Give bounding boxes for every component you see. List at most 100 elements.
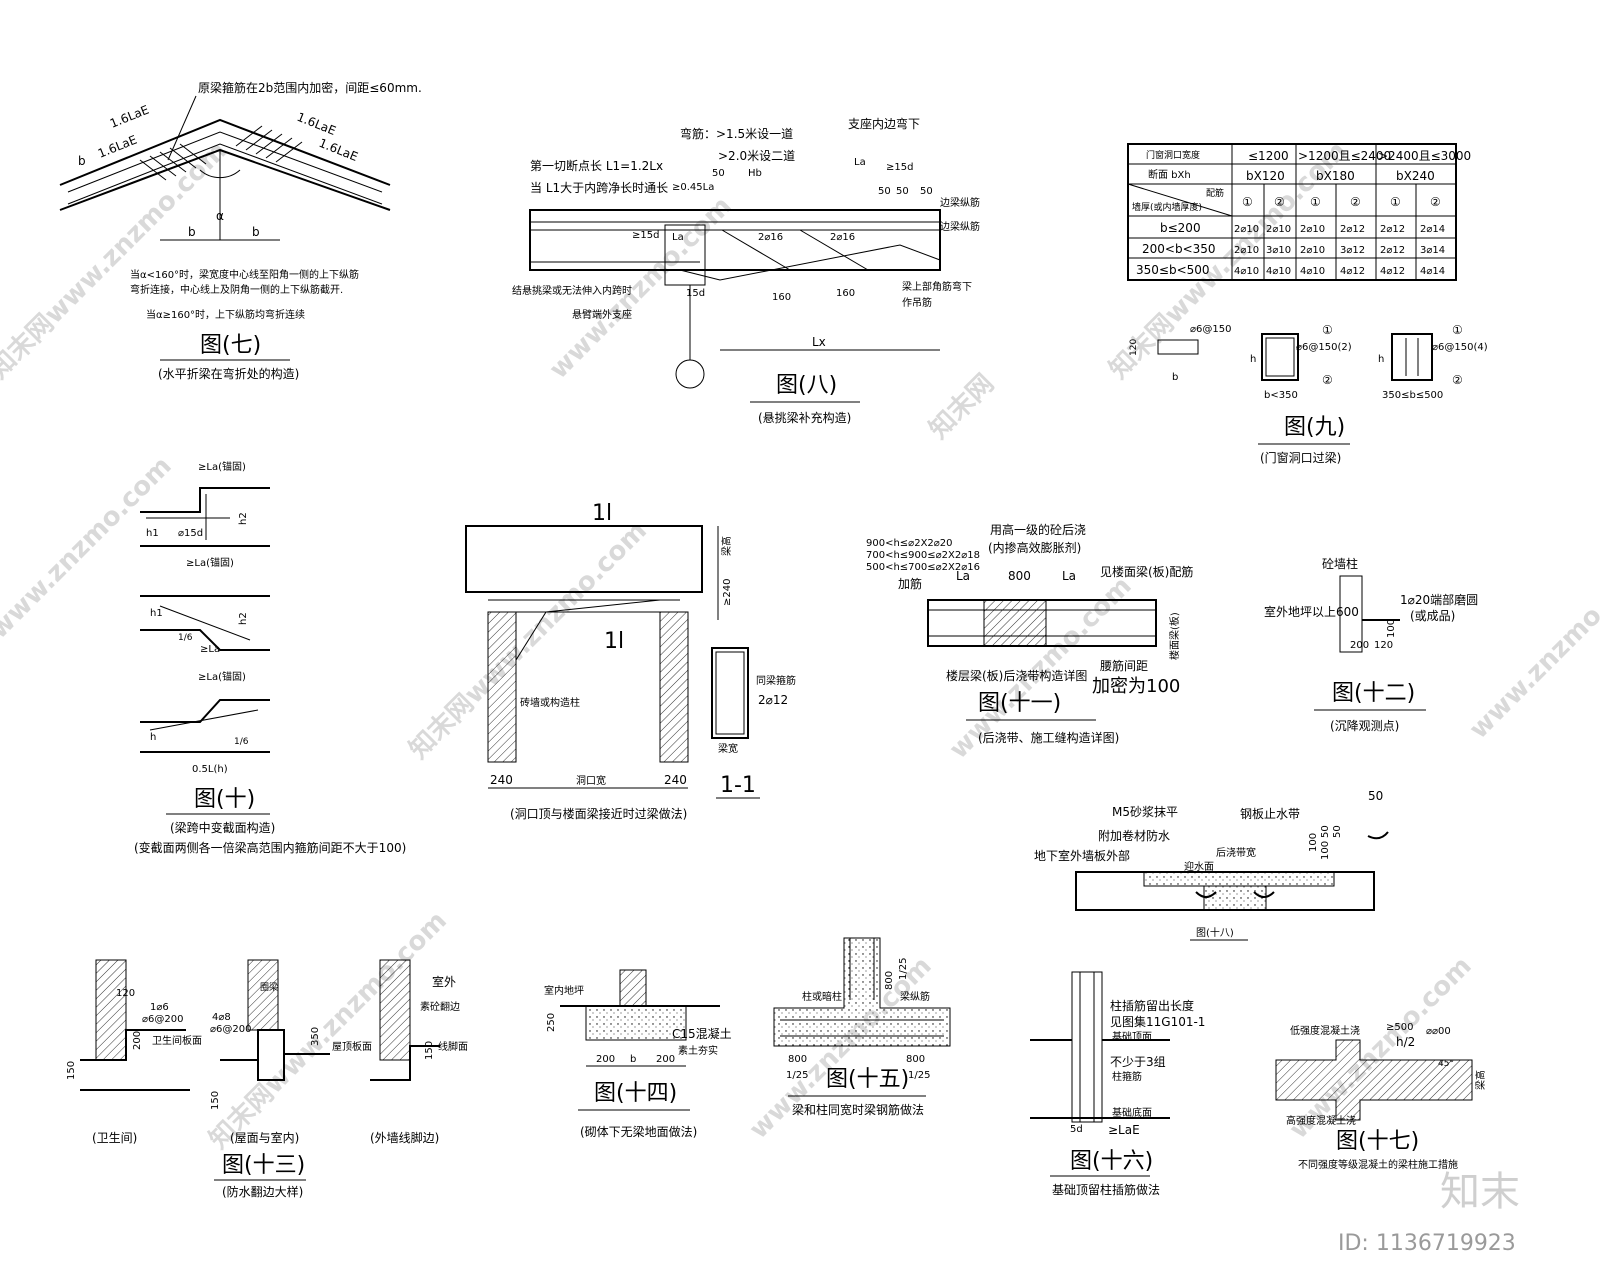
fig16-text: 见图集11G101-1 [1110, 1014, 1205, 1029]
fig9-s2: ① [1322, 323, 1333, 337]
post-pour-fill [1203, 885, 1267, 911]
drawing-line [721, 229, 791, 271]
fig10-text: h [150, 732, 156, 743]
fig8-text: 50 [896, 186, 909, 197]
column-beam-joint [773, 937, 951, 1047]
fig15-text: 800 [788, 1054, 807, 1065]
fig18-text: 迎水面 [1184, 861, 1214, 873]
fig7-note: 当α<160°时，梁宽度中心线至阳角一侧的上下纵筋 [130, 268, 359, 281]
fig13-text: 120 [116, 988, 135, 999]
table-cell: 4⌀10 [1300, 266, 1325, 277]
drawing-line [80, 1029, 186, 1061]
brick-wall [659, 611, 689, 763]
brick-wall [487, 611, 517, 763]
fig9-title: 图(九) [1284, 415, 1345, 440]
fig11-text: 见楼面梁(板)配筋 [1100, 564, 1193, 579]
drawing-line [1253, 891, 1275, 898]
figure-lintel-near-beam: 1l 1l 梁高 ≥240 砖墙或构造柱 同梁箍筋 2⌀12 梁宽 240 洞口… [465, 501, 796, 821]
fig16-text: 基础底面 [1112, 1106, 1152, 1119]
fig8-caption: (悬挑梁补充构造) [758, 410, 851, 425]
lintel-section-label: 1-1 [720, 773, 756, 798]
drawing-line [140, 629, 270, 651]
fig10-text: h2 [238, 512, 249, 525]
column [1339, 575, 1363, 653]
table-cell: 2⌀12 [1380, 245, 1405, 256]
fig9-s3: ⌀6@150(4) [1432, 342, 1488, 353]
fig14-text: 200 [656, 1054, 675, 1065]
fig18-text: 附加卷材防水 [1098, 828, 1170, 843]
fig9-s3: ① [1452, 323, 1463, 337]
fig8-text: 结悬挑梁或无法伸入内跨时 [512, 284, 632, 297]
image-id: ID: 1136719923 [1338, 1231, 1516, 1256]
fig8-text: 当 L1大于内跨净长时通长 [530, 181, 668, 195]
fig10-text: ≥La [200, 644, 220, 655]
fig16-text: ≥LaE [1108, 1123, 1140, 1137]
fig9-s2: h [1250, 354, 1256, 365]
fig8-text: 160 [772, 292, 791, 303]
fig11-text: 楼层梁(板)后浇带构造详图 [946, 668, 1087, 683]
fig17-text: ⌀⌀00 [1426, 1026, 1451, 1037]
fig10-caption: (变截面两侧各一倍梁高范围内箍筋间距不大于100) [134, 840, 406, 855]
fig11-caption: (后浇带、施工缝构造详图) [978, 730, 1119, 745]
fig13-text: 350 [310, 1027, 321, 1046]
drawing-line [265, 137, 293, 159]
lintel-text: 同梁箍筋 [756, 674, 796, 687]
lintel-text: 梁高 [720, 536, 733, 556]
fig13-text: ⌀6@200 [210, 1024, 251, 1035]
fig7-b: b [188, 225, 196, 239]
fig9-s2: ② [1322, 373, 1333, 387]
fig11-text: 700<h≤900≤⌀2X2⌀18 [866, 550, 980, 561]
drawing-line [255, 133, 283, 155]
fig7-note: 当α≥160°时，上下纵筋均弯折连续 [146, 308, 305, 321]
fig17-title: 图(十七) [1336, 1129, 1419, 1154]
fig13-text: 线脚面 [438, 1040, 468, 1053]
fig11-text: (内掺高效膨胀剂) [988, 540, 1081, 555]
fig13-text: 室外 [432, 974, 456, 989]
fig10-text: ≥La(锚固) [198, 671, 246, 683]
fig11-text: 800 [1008, 569, 1031, 583]
figure-16: 柱插筋留出长度 见图集11G101-1 基础顶面 不少于3组 柱箍筋 基础底面 … [1030, 971, 1205, 1197]
fig10-text: 0.5L(h) [192, 764, 228, 775]
fig9-s1: b [1172, 372, 1178, 383]
fig12-text: 100 [1386, 619, 1397, 638]
fig16-text: 5d [1070, 1124, 1083, 1135]
lintel-section [1391, 333, 1433, 381]
fig18-title: 图(十八) [1196, 926, 1234, 939]
fig10-title: 图(十) [194, 787, 255, 812]
fig10-text: ≥La(锚固) [198, 461, 246, 473]
fig14-text: 室内地坪 [544, 984, 584, 997]
fig14-text: b [630, 1054, 636, 1065]
fig10-text: ≥La(锚固) [186, 557, 234, 569]
fig8-text: 作吊筋 [902, 296, 932, 309]
fig10-text: h1 [146, 528, 159, 539]
table-cell: >2400且≤3000 [1378, 149, 1471, 163]
fig8-text: >2.0米设二道 [718, 149, 795, 163]
fig8-text: 160 [836, 288, 855, 299]
fig11-text: 加筋 [898, 576, 922, 591]
fig9-s3: ② [1452, 373, 1463, 387]
table-cell: 2⌀12 [1380, 224, 1405, 235]
drawing-line [715, 651, 745, 735]
drawing-line [139, 159, 167, 181]
fig8-text: 支座内边弯下 [848, 116, 920, 131]
figure-11: 900<h≤⌀2X2⌀20 700<h≤900≤⌀2X2⌀18 500<h≤70… [866, 522, 1193, 745]
figure-10: ≥La(锚固) h1 ⌀15d h2 ≥La(锚固) h1 h2 ≥La 1/6… [134, 461, 406, 855]
fig16-title: 图(十六) [1070, 1149, 1153, 1174]
fig16-caption: 基础顶留柱插筋做法 [1052, 1182, 1160, 1197]
fig17-text: 低强度混凝土浇 [1290, 1024, 1360, 1037]
fig17-text: 高强度混凝土浇 [1286, 1114, 1356, 1127]
drawing-line [1127, 183, 1233, 217]
figure-17: 低强度混凝土浇 ≥500 h/2 ⌀⌀00 45° 梁高 高强度混凝土浇 图(十… [1275, 1022, 1487, 1171]
fig7-b: b [252, 225, 260, 239]
fig18-text: 钢板止水带 [1240, 807, 1300, 821]
lintel-table [1127, 143, 1457, 281]
table-cell: 4⌀10 [1266, 266, 1291, 277]
beam-outline [59, 118, 391, 186]
fig12-title: 图(十二) [1332, 681, 1415, 706]
fig9-s2: ⌀6@150(2) [1296, 342, 1352, 353]
fig17-caption: 不同强度等级混凝土的梁柱施工措施 [1298, 1158, 1458, 1171]
table-cell: bX180 [1316, 169, 1355, 183]
fig13-label: (外墙线脚边) [370, 1130, 439, 1145]
rebar-line [67, 143, 383, 205]
table-cell: bX240 [1396, 169, 1435, 183]
